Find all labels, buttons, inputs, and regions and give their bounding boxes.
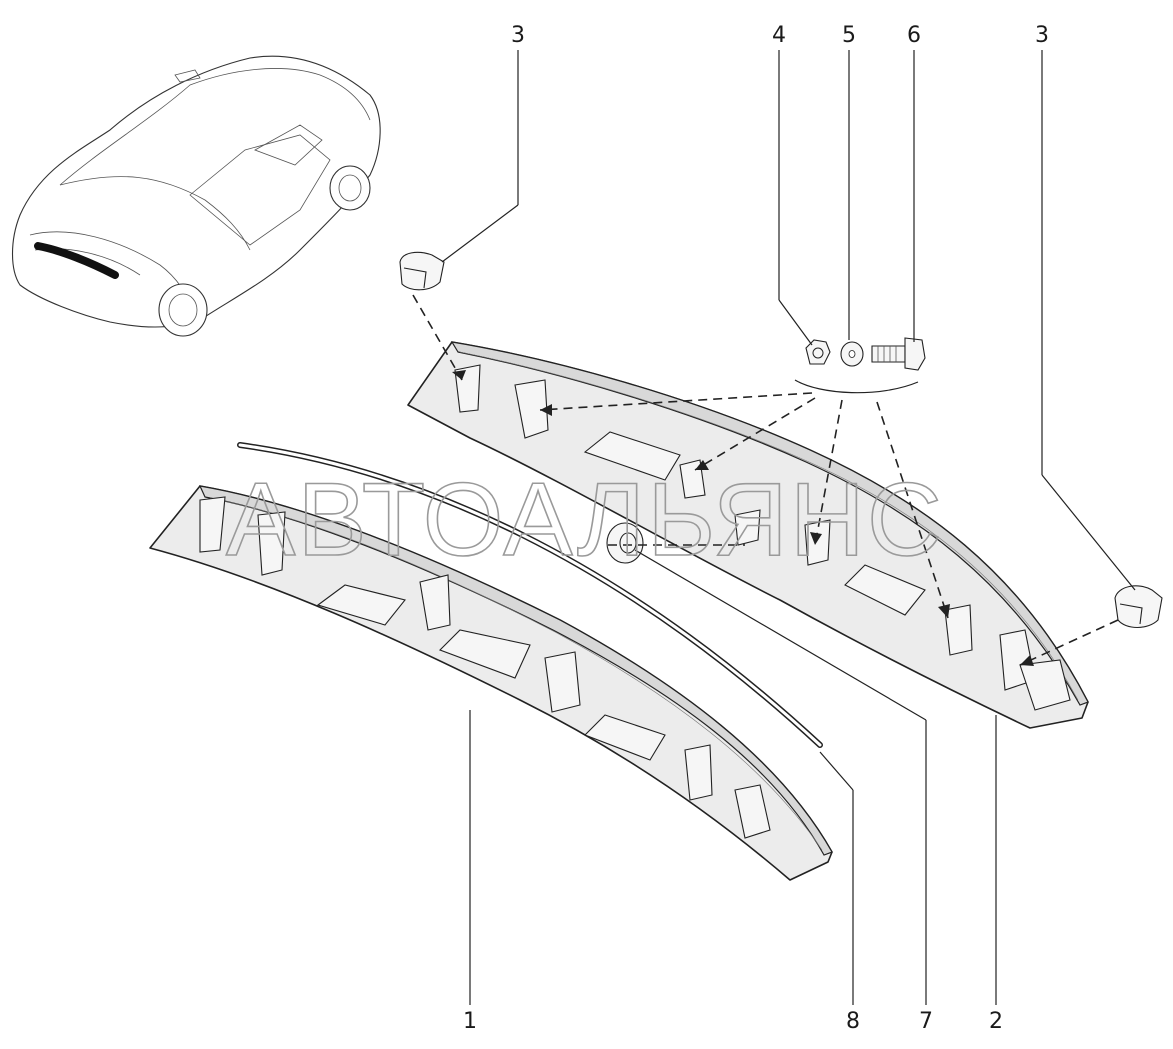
callout-5: 5 <box>842 23 856 48</box>
washer <box>840 341 864 367</box>
callout-8: 8 <box>846 1009 860 1034</box>
highlighted-spoiler-mark <box>34 242 119 279</box>
seal-strip-inner <box>238 443 822 747</box>
clip-left <box>399 251 445 291</box>
callout-1: 1 <box>463 1009 477 1034</box>
callout-7: 7 <box>919 1009 933 1034</box>
spoiler-lower <box>149 485 833 881</box>
callout-3-top-right: 3 <box>1035 23 1049 48</box>
callout-6: 6 <box>907 23 921 48</box>
vehicle-location-thumbnail <box>12 55 381 337</box>
callout-2: 2 <box>989 1009 1003 1034</box>
callout-3-top-left: 3 <box>511 23 525 48</box>
grommet <box>606 522 644 564</box>
clip-right <box>1114 585 1163 629</box>
leader-lines <box>441 50 1136 1005</box>
callout-4: 4 <box>772 23 786 48</box>
watermark-text: АВТОАЛЬЯНС <box>226 462 944 578</box>
assembly-arrows <box>412 294 1119 666</box>
bolt <box>871 337 926 371</box>
nut <box>805 339 831 365</box>
spoiler-upper <box>407 341 1089 729</box>
